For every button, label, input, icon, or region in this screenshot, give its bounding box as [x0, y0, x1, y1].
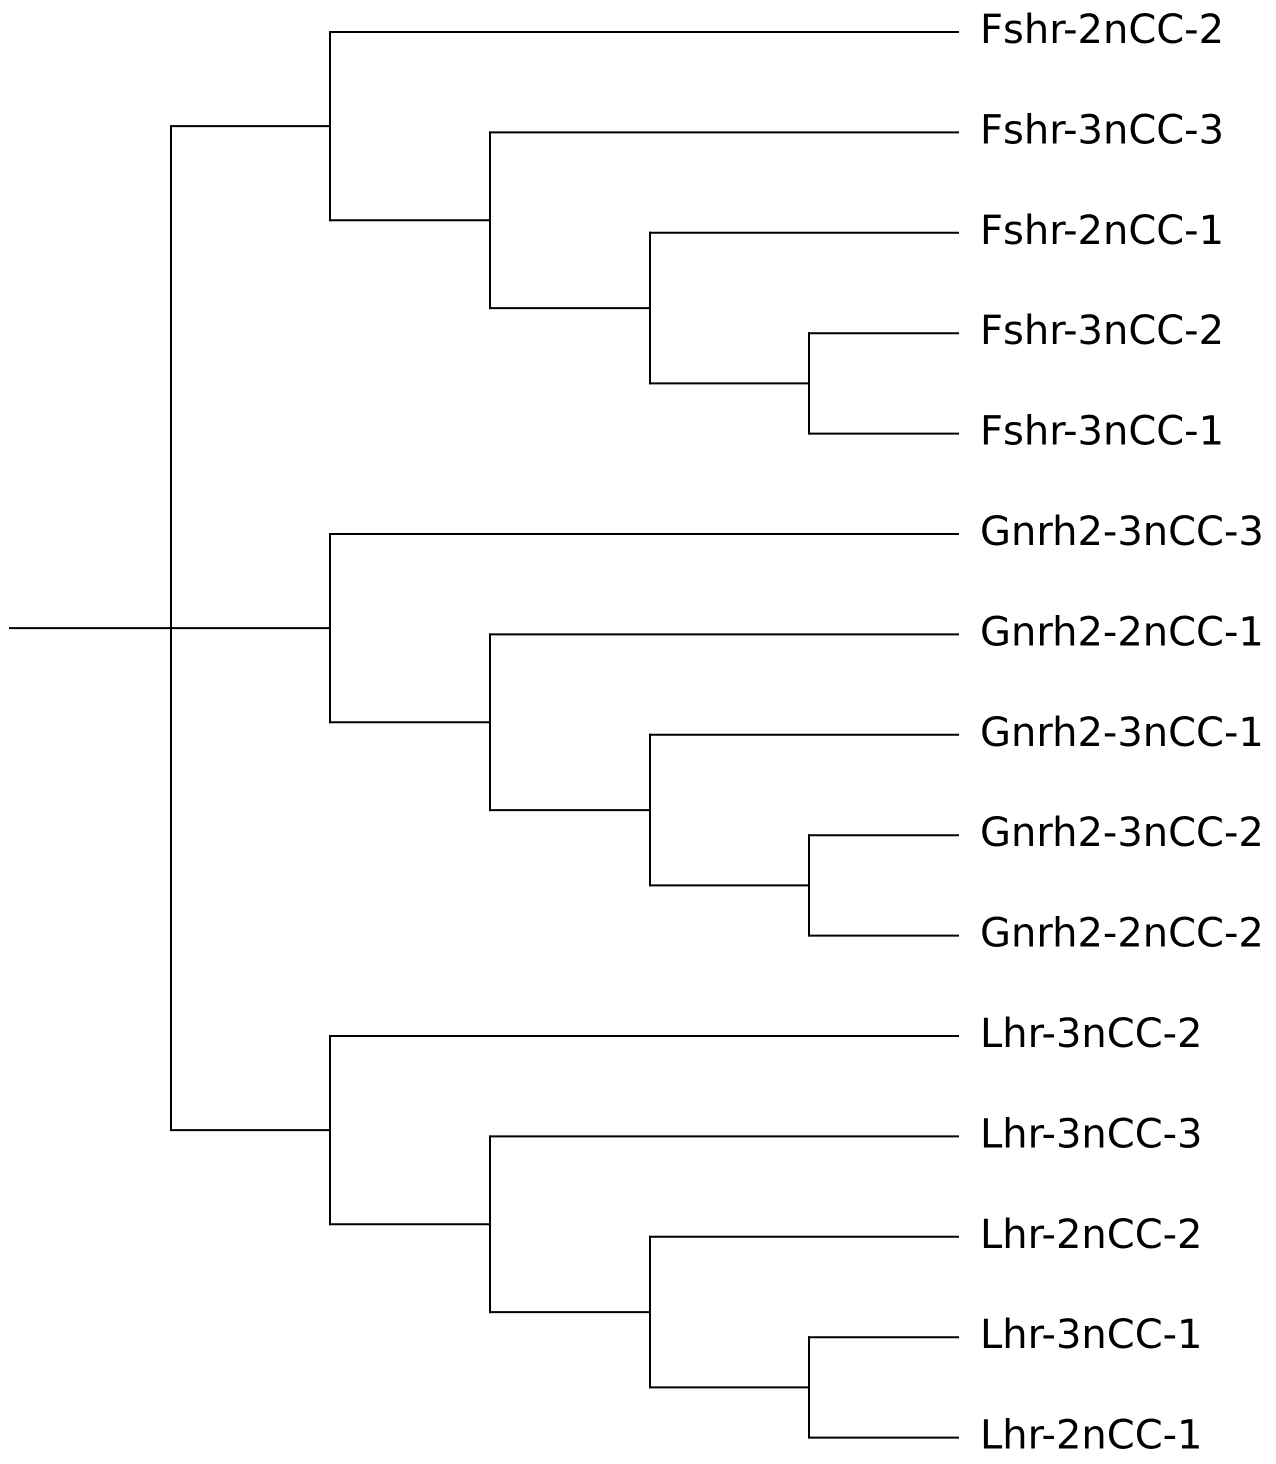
leaf-label: Fshr-3nCC-1: [980, 409, 1224, 455]
leaf-label: Fshr-3nCC-3: [980, 107, 1224, 153]
leaf-label: Gnrh2-2nCC-2: [980, 911, 1264, 957]
tree-branches: [9, 31, 959, 1439]
leaf-label: Gnrh2-3nCC-2: [980, 810, 1264, 856]
leaf-label: Fshr-2nCC-1: [980, 208, 1224, 254]
leaf-label: Fshr-3nCC-2: [980, 308, 1224, 354]
leaf-label: Lhr-3nCC-2: [980, 1011, 1203, 1057]
leaf-label: Fshr-2nCC-2: [980, 7, 1224, 53]
leaf-labels: Fshr-2nCC-2Fshr-3nCC-3Fshr-2nCC-1Fshr-3n…: [980, 7, 1264, 1459]
leaf-label: Gnrh2-2nCC-1: [980, 609, 1264, 655]
leaf-label: Lhr-2nCC-1: [980, 1413, 1203, 1459]
leaf-label: Lhr-3nCC-1: [980, 1312, 1203, 1358]
leaf-label: Gnrh2-3nCC-3: [980, 509, 1264, 555]
leaf-label: Lhr-3nCC-3: [980, 1111, 1203, 1157]
leaf-label: Gnrh2-3nCC-1: [980, 710, 1264, 756]
leaf-label: Lhr-2nCC-2: [980, 1212, 1203, 1258]
